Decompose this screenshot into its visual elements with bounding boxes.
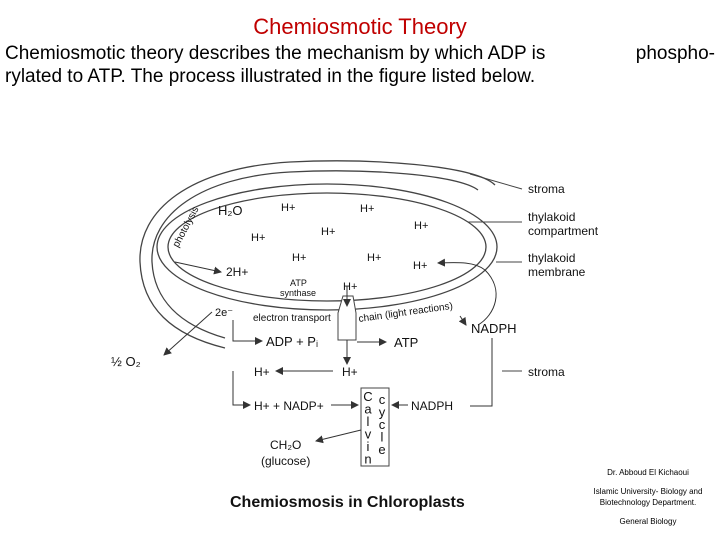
- inner-membrane: [151, 170, 479, 339]
- page-title: Chemiosmotic Theory: [253, 14, 467, 39]
- atp-synthase-shape: [337, 295, 357, 341]
- h-plus-2: H+: [360, 203, 374, 215]
- h-plus-1: H+: [281, 202, 295, 214]
- arrow-chain-nadph: [458, 315, 467, 326]
- outer-membrane: [139, 160, 496, 349]
- pointer-stroma-top: [469, 173, 523, 190]
- label-glucose: (glucose): [261, 454, 310, 468]
- intro-line-1-end: phospho-: [635, 43, 715, 64]
- h-plus-6: H+: [292, 252, 306, 264]
- label-electron-transport: electron transport: [253, 313, 331, 324]
- thylakoid-membrane-inner: [167, 192, 487, 302]
- credits-block: Dr. Abboud El Kichaoui Islamic Universit…: [578, 467, 718, 535]
- label-atp-synthase-2: synthase: [280, 288, 316, 298]
- arrow-left-to-nadp: [232, 371, 251, 409]
- credit-course: General Biology: [619, 517, 677, 526]
- calvin-letter: C: [363, 389, 372, 404]
- h-plus-9: H+: [343, 281, 357, 293]
- calvin-letter: n: [364, 452, 371, 467]
- h-plus-3: H+: [414, 220, 428, 232]
- calvin-cycle-box: [360, 387, 390, 467]
- figure-caption: Chemiosmosis in Chloroplasts: [230, 494, 465, 511]
- label-2e: 2e⁻: [215, 307, 233, 319]
- arrow-calvin-to-glucose: [315, 429, 362, 444]
- label-nadph-bottom: NADPH: [411, 399, 453, 413]
- calvin-letter: a: [364, 402, 372, 417]
- label-atp-synthase: ATP: [290, 278, 307, 288]
- calvin-letter: i: [367, 439, 370, 454]
- label-chain: chain (light reactions): [358, 301, 454, 325]
- cycle-letter: e: [378, 442, 385, 457]
- label-atp: ATP: [394, 335, 418, 350]
- arrow-stroma-loop: [470, 338, 493, 407]
- cycle-letter: c: [379, 392, 386, 407]
- label-h2o: H₂O: [218, 203, 243, 218]
- label-half-o2: ½ O₂: [111, 354, 141, 369]
- credit-author: Dr. Abboud El Kichaoui: [607, 468, 689, 477]
- label-2h: 2H+: [226, 265, 248, 279]
- label-ch2o: CH₂O: [270, 438, 301, 452]
- arrow-photolysis-2h: [174, 261, 222, 275]
- label-h-nadp: H+ + NADP+: [254, 399, 324, 413]
- credit-affiliation: Islamic University- Biology and Biotechn…: [593, 487, 703, 507]
- cycle-letter: y: [379, 405, 386, 420]
- h-plus-5: H+: [321, 226, 335, 238]
- h-plus-8: H+: [413, 260, 427, 272]
- calvin-letter: v: [365, 427, 372, 442]
- arrow-nadph-loop: [437, 258, 497, 326]
- h-plus-4: H+: [251, 232, 265, 244]
- label-h-left: H+: [254, 365, 270, 379]
- label-thylakoid-compartment-2: compartment: [528, 224, 599, 238]
- label-thylakoid-membrane-2: membrane: [528, 265, 586, 279]
- intro-line-1: Chemiosmotic theory describes the mechan…: [5, 43, 546, 64]
- h-plus-7: H+: [367, 252, 381, 264]
- label-stroma-top: stroma: [528, 182, 565, 196]
- arrow-left-to-adp: [232, 320, 263, 345]
- label-adp-pi: ADP + Pᵢ: [266, 334, 318, 349]
- thylakoid-membrane-outer: [156, 183, 498, 311]
- intro-paragraph: Chemiosmotic theory describes the mechan…: [5, 42, 715, 88]
- label-stroma-bottom: stroma: [528, 365, 565, 379]
- label-thylakoid-membrane: thylakoid: [528, 251, 575, 265]
- label-nadph-right: NADPH: [471, 321, 517, 336]
- intro-line-2: rylated to ATP. The process illustrated …: [5, 66, 536, 87]
- label-thylakoid-compartment: thylakoid: [528, 210, 575, 224]
- label-h-center: H+: [342, 365, 358, 379]
- cycle-letter: l: [381, 430, 384, 445]
- cycle-letter: c: [379, 417, 386, 432]
- arrow-2e-down: [163, 311, 213, 356]
- calvin-letter: l: [367, 414, 370, 429]
